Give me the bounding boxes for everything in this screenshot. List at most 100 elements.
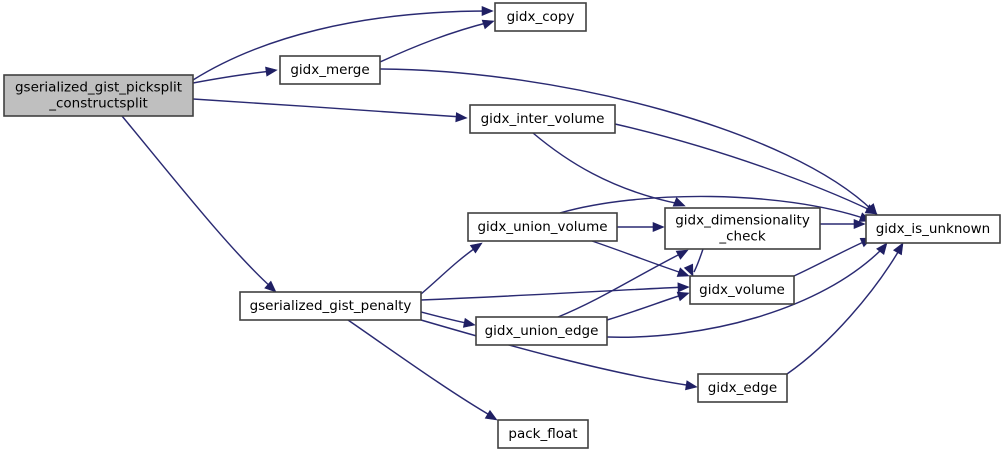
edge-line (420, 245, 479, 295)
arrowhead-icon (265, 66, 278, 77)
arrowhead-icon (876, 242, 888, 256)
edge-gidx_union_edge-to-gidx_volume (606, 291, 690, 321)
edge-line (559, 195, 867, 220)
edge-gserialized_gist_penalty-to-gidx_edge (420, 319, 698, 391)
edge-gidx_inter_volume-to-gidx_dimensionality_check (532, 132, 686, 207)
arrowhead-icon (892, 242, 904, 256)
edge-line (557, 251, 685, 318)
node-box[interactable] (469, 104, 616, 134)
node-label: gserialized_gist_penalty (250, 298, 412, 314)
edge-gidx_union_edge-to-gidx_dimensionality_check (557, 249, 689, 318)
arrowhead-icon (864, 204, 878, 215)
node-gidx_inter_volume[interactable]: gidx_inter_volume (469, 104, 616, 134)
edge-line (420, 319, 694, 387)
arrowhead-icon (675, 249, 689, 260)
edge-gidx_dimensionality_check-to-gidx_volume (683, 248, 704, 277)
edge-line (121, 115, 273, 289)
arrowhead-icon (481, 5, 494, 17)
edges-layer (121, 5, 904, 421)
node-label: gidx_merge (290, 62, 369, 78)
edge-root-to-gidx_copy (192, 5, 494, 81)
arrowhead-icon (652, 221, 665, 233)
node-gidx_union_edge[interactable]: gidx_union_edge (475, 316, 608, 346)
arrowhead-icon (455, 112, 468, 123)
node-label: gidx_is_unknown (876, 221, 991, 237)
node-gidx_union_volume[interactable]: gidx_union_volume (467, 212, 618, 242)
node-gidx_edge[interactable]: gidx_edge (697, 373, 788, 403)
node-pack_float[interactable]: pack_float (497, 419, 589, 449)
arrowhead-icon (481, 19, 495, 30)
node-gidx_merge[interactable]: gidx_merge (279, 55, 381, 85)
node-label: pack_float (508, 426, 577, 442)
node-label: gidx_edge (708, 380, 777, 396)
edge-gserialized_gist_penalty-to-gidx_volume (420, 282, 690, 301)
node-box[interactable] (467, 212, 618, 242)
edge-line (793, 239, 869, 277)
edge-gserialized_gist_penalty-to-pack_float (347, 319, 498, 421)
edge-line (379, 68, 874, 212)
node-label: gidx_union_volume (477, 219, 607, 235)
edge-line (606, 246, 885, 338)
arrowhead-icon (672, 197, 686, 207)
node-box[interactable] (475, 316, 608, 346)
edge-gidx_merge-to-gidx_copy (379, 19, 495, 63)
edge-line (591, 240, 686, 275)
edge-gidx_dimensionality_check-to-gidx_is_unknown (820, 218, 866, 230)
arrowhead-icon (685, 380, 698, 391)
node-label: _constructsplit (48, 96, 148, 112)
edge-gidx_union_volume-to-gidx_volume (591, 240, 690, 277)
node-gidx_volume[interactable]: gidx_volume (689, 275, 795, 305)
node-box[interactable] (664, 207, 821, 250)
edge-root-to-gserialized_gist_penalty (121, 115, 277, 293)
edge-line (347, 319, 494, 418)
node-label: gidx_copy (507, 9, 575, 25)
node-box[interactable] (3, 74, 194, 117)
arrowhead-icon (853, 218, 866, 230)
node-label: _check (718, 229, 765, 245)
node-label: gidx_volume (699, 282, 785, 298)
node-root[interactable]: gserialized_gist_picksplit_constructspli… (3, 74, 194, 117)
edge-gidx_union_edge-to-gidx_is_unknown (606, 242, 888, 338)
edge-line (606, 293, 686, 321)
node-box[interactable] (697, 373, 788, 403)
arrowhead-icon (462, 317, 476, 328)
node-box[interactable] (494, 2, 587, 32)
edge-root-to-gidx_inter_volume (192, 98, 468, 123)
edge-gidx_union_volume-to-gidx_dimensionality_check (616, 221, 665, 233)
node-label: gidx_dimensionality (675, 213, 810, 229)
edge-line (192, 70, 273, 84)
node-box[interactable] (279, 55, 381, 85)
edge-line (693, 248, 704, 273)
edge-line (532, 132, 681, 205)
node-box[interactable] (239, 291, 422, 321)
edge-root-to-gidx_merge (192, 66, 278, 84)
node-box[interactable] (689, 275, 795, 305)
arrowhead-icon (469, 242, 483, 254)
edge-line (192, 98, 463, 118)
edge-gidx_merge-to-gidx_is_unknown (379, 68, 878, 216)
node-label: gidx_inter_volume (481, 111, 605, 127)
arrowhead-icon (676, 267, 690, 277)
edge-line (420, 286, 686, 301)
edge-line (614, 123, 873, 212)
node-gserialized_gist_penalty[interactable]: gserialized_gist_penalty (239, 291, 422, 321)
arrowhead-icon (677, 282, 690, 293)
arrowhead-icon (683, 263, 694, 277)
edge-line (192, 10, 490, 81)
edge-line (379, 21, 491, 63)
node-label: gidx_union_edge (485, 323, 599, 339)
node-gidx_is_unknown[interactable]: gidx_is_unknown (865, 214, 1001, 244)
edge-gserialized_gist_penalty-to-gidx_union_edge (420, 311, 476, 328)
arrowhead-icon (264, 280, 277, 293)
node-label: gserialized_gist_picksplit (15, 80, 182, 96)
edge-gserialized_gist_penalty-to-gidx_union_volume (420, 242, 483, 295)
nodes-layer: gserialized_gist_picksplit_constructspli… (3, 2, 1001, 449)
node-gidx_dimensionality_check[interactable]: gidx_dimensionality_check (664, 207, 821, 250)
arrowhead-icon (676, 291, 690, 302)
edge-gidx_edge-to-gidx_is_unknown (786, 242, 904, 375)
node-box[interactable] (865, 214, 1001, 244)
node-gidx_copy[interactable]: gidx_copy (494, 2, 587, 32)
node-box[interactable] (497, 419, 589, 449)
